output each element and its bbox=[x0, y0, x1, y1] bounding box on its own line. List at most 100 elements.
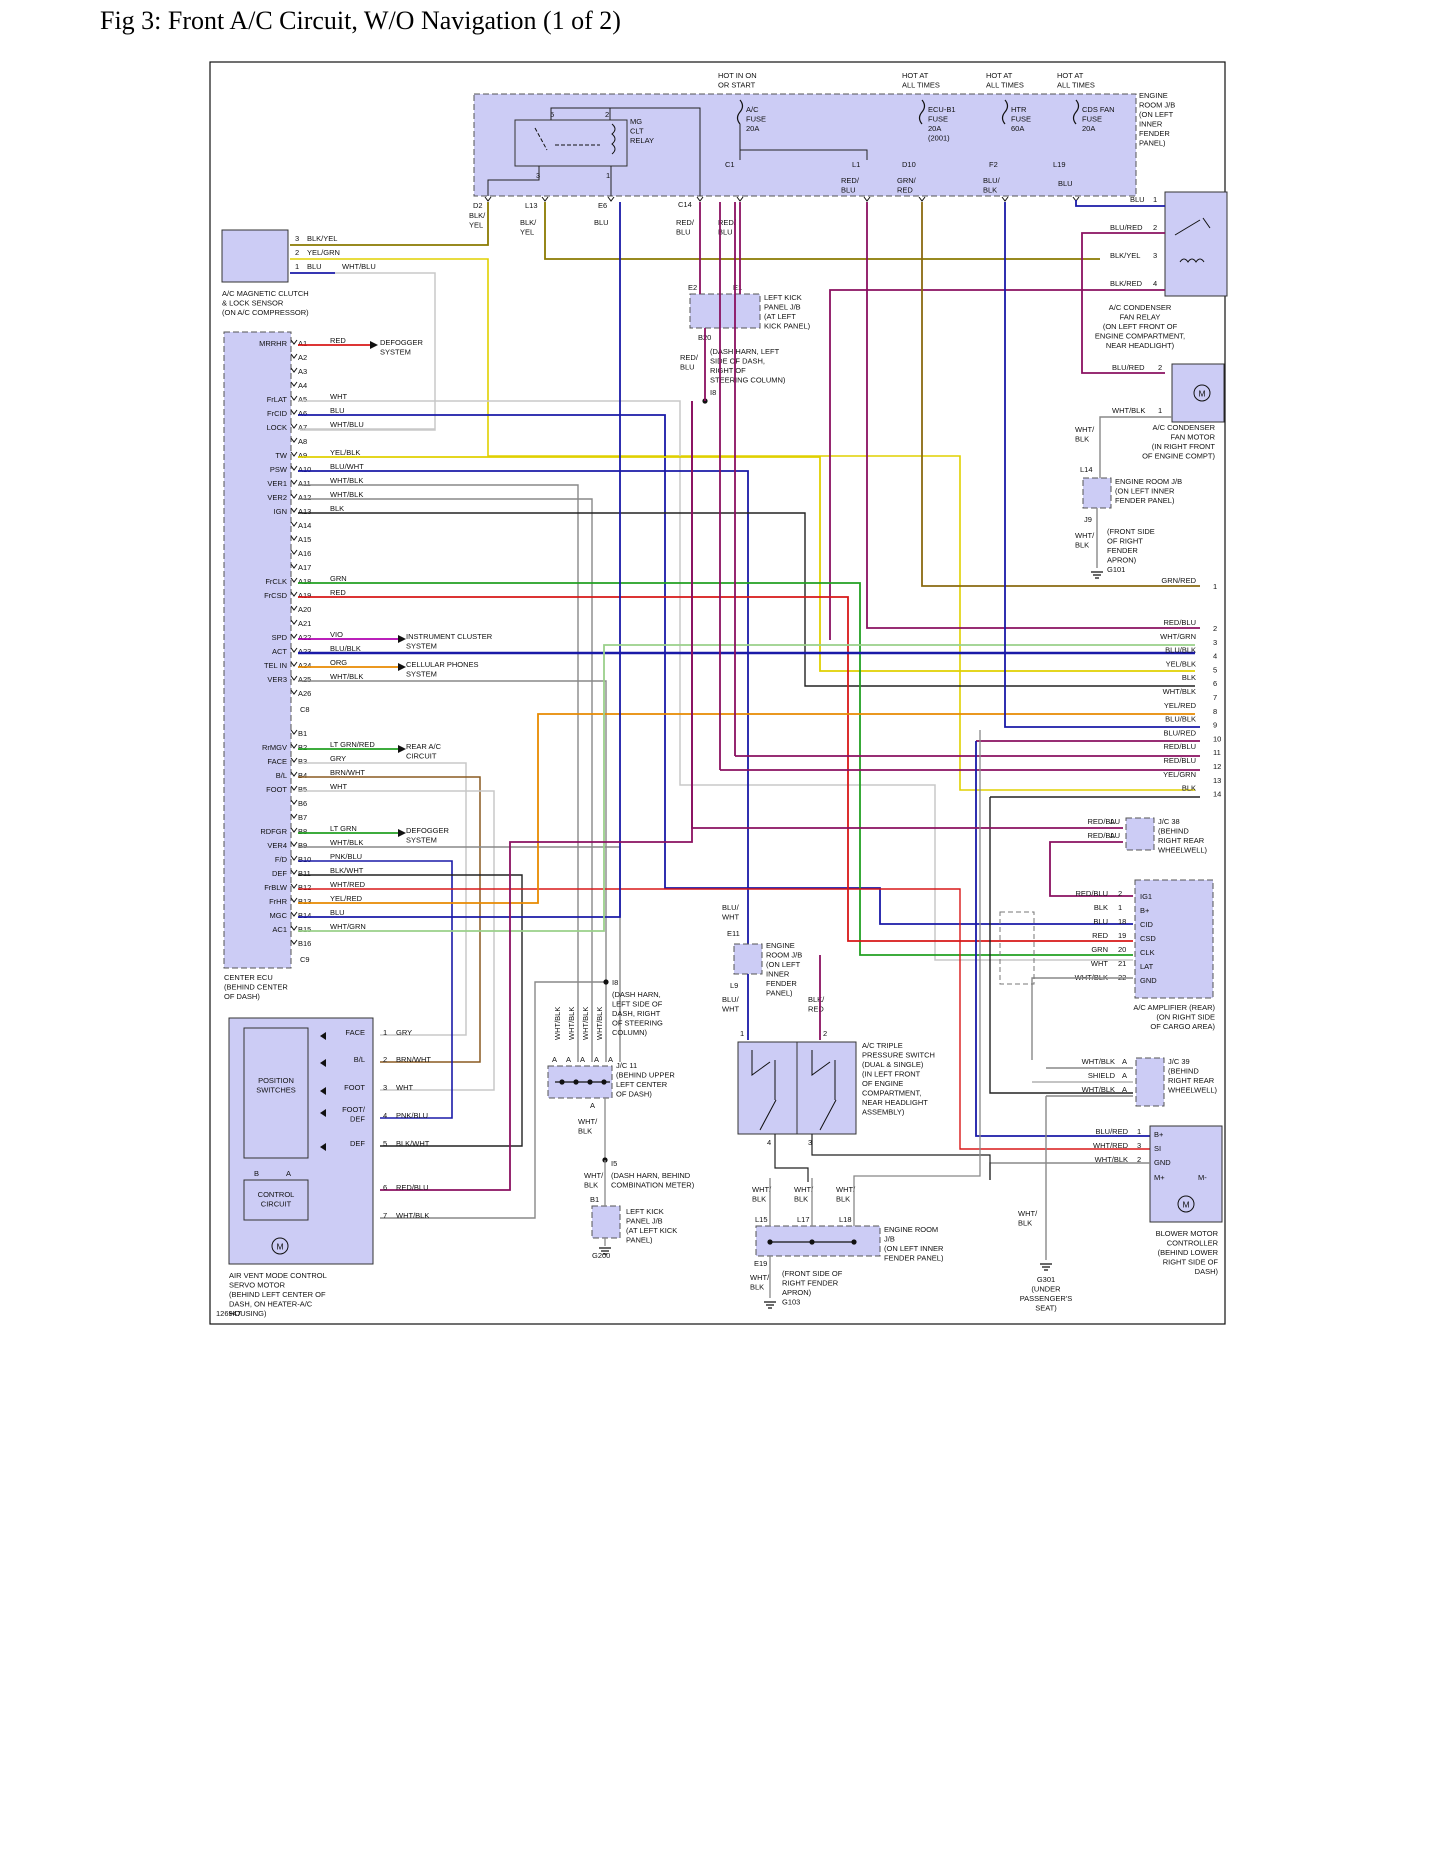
ecu-pin-mark-24 bbox=[290, 675, 298, 681]
left-kick-panel-jb bbox=[689, 293, 761, 329]
ecu-pin-a25: A25 bbox=[298, 675, 311, 684]
wire-red-blu-jc38 bbox=[691, 401, 1123, 829]
clutch-pin-1: 1 bbox=[295, 262, 299, 271]
cond-relay-wire-blured: BLU/RED bbox=[1110, 223, 1143, 232]
ecu-term-b14: MGC bbox=[270, 911, 288, 920]
ecu-pin-mark-b15 bbox=[290, 939, 298, 945]
shield-outline bbox=[999, 911, 1035, 985]
wire-yel-grn bbox=[290, 258, 1195, 791]
clutch-pin-2: 2 bbox=[295, 248, 299, 257]
right-wire-0: GRN/RED bbox=[1161, 576, 1196, 585]
right-wire-12: YEL/GRN bbox=[1163, 770, 1196, 779]
ecu-pin-mark-21 bbox=[290, 633, 298, 639]
top-pin-2 bbox=[607, 196, 615, 202]
jc39 bbox=[1135, 1057, 1165, 1107]
ecu-pin-b4: B4 bbox=[298, 771, 307, 780]
ecu-pin-mark-b9 bbox=[290, 855, 298, 861]
mid-jb-wire1: BLU/WHT bbox=[722, 903, 740, 922]
ecu-wire-a11: WHT/BLK bbox=[330, 476, 363, 485]
wire-wht-blk-amp bbox=[1031, 977, 1133, 1060]
instrument-arrow-icon bbox=[398, 635, 406, 643]
clutch-wire-yelgrn: YEL/GRN bbox=[307, 248, 340, 257]
ecu-pin-mark-5 bbox=[290, 409, 298, 415]
ecu-pin-mark-23 bbox=[290, 661, 298, 667]
ecu-pin-a23: A23 bbox=[298, 647, 311, 656]
right-pin-6: 7 bbox=[1213, 693, 1217, 702]
jc11-pin-0: A bbox=[552, 1055, 557, 1064]
jc39-pin-0: A bbox=[1122, 1057, 1127, 1066]
servo-pin-3: 4 bbox=[383, 1111, 387, 1120]
servo-switch-2: FOOT bbox=[344, 1083, 365, 1092]
right-wire-6: WHT/BLK bbox=[1163, 687, 1196, 696]
ecu-wire-b5: WHT bbox=[330, 782, 347, 791]
ecu-pin-a12: A12 bbox=[298, 493, 311, 502]
ecu-pin-mark-b7 bbox=[290, 827, 298, 833]
right-wire-11: RED/BLU bbox=[1163, 756, 1196, 765]
ecu-pin-a20: A20 bbox=[298, 605, 311, 614]
pin-l18: L18 bbox=[839, 1215, 852, 1224]
ecu-pin-a22: A22 bbox=[298, 633, 311, 642]
ecu-pin-mark-22 bbox=[290, 647, 298, 653]
amp-wire-0: RED/BLU bbox=[1075, 889, 1108, 898]
servo-motor-icon bbox=[271, 1237, 289, 1255]
wire-b14-blu bbox=[298, 202, 621, 918]
amp-wire-5: WHT bbox=[1091, 959, 1108, 968]
wire-b11-blkwht bbox=[298, 874, 523, 1147]
right-pin-8: 9 bbox=[1213, 721, 1217, 730]
ecu-term-a11: VER1 bbox=[267, 479, 287, 488]
pin-c1: C1 bbox=[725, 160, 735, 169]
amp-wire-1: BLK bbox=[1094, 903, 1108, 912]
jc11-i5: I5 bbox=[611, 1159, 617, 1168]
pin-d10: D10 bbox=[902, 160, 916, 169]
pin-l9: L9 bbox=[730, 981, 738, 990]
blower-wire-0: BLU/RED bbox=[1095, 1127, 1128, 1136]
ecu-wire-b4: BRN/WHT bbox=[330, 768, 365, 777]
wire-blu-blk-f2 bbox=[1004, 202, 1200, 728]
pin-j9: J9 bbox=[1084, 515, 1092, 524]
cond-relay-pin-2: 2 bbox=[1153, 223, 1157, 232]
blower-pin-2: 2 bbox=[1137, 1155, 1141, 1164]
pressure-pin-1: 1 bbox=[740, 1029, 744, 1038]
ecu-pin-mark-16 bbox=[290, 563, 298, 569]
wire-label-e6: BLU bbox=[594, 218, 609, 227]
connector-c9: C9 bbox=[300, 955, 310, 964]
servo-wire-4: BLK/WHT bbox=[396, 1139, 430, 1148]
ecu-pin-a14: A14 bbox=[298, 521, 311, 530]
right-wire-13: BLK bbox=[1182, 784, 1196, 793]
servo-wire-6: WHT/BLK bbox=[396, 1211, 429, 1220]
ecu-pin-mark-20 bbox=[290, 619, 298, 625]
condenser-motor-icon bbox=[1193, 384, 1211, 402]
right-wire-4: YEL/BLK bbox=[1166, 659, 1196, 668]
condenser-fan-motor bbox=[1171, 363, 1225, 423]
ecu-pin-mark-17 bbox=[290, 577, 298, 583]
ecu-pin-mark-9 bbox=[290, 465, 298, 471]
ac-fuse-icon bbox=[736, 99, 744, 125]
pin-f2: F2 bbox=[989, 160, 998, 169]
clutch-wire-whtblu: WHT/BLU bbox=[342, 262, 376, 271]
g301-ground-icon bbox=[1040, 1263, 1052, 1271]
ecu-pin-b11: B11 bbox=[298, 869, 311, 878]
jc39-pin-2: A bbox=[1122, 1085, 1127, 1094]
pin-e6: E6 bbox=[598, 201, 607, 210]
right-wire-8: BLU/BLK bbox=[1165, 715, 1196, 724]
right-wire-1: RED/BLU bbox=[1163, 618, 1196, 627]
top-pin-3 bbox=[696, 196, 704, 202]
relay-switch-icon-2 bbox=[1174, 217, 1211, 236]
right-pin-12: 13 bbox=[1213, 776, 1221, 785]
wire-a12 bbox=[298, 498, 593, 1062]
figure-id: 126947 bbox=[216, 1309, 241, 1318]
servo-wire-5: RED/BLU bbox=[396, 1183, 429, 1192]
amp-term-1: B+ bbox=[1140, 906, 1150, 915]
ecu-term-b15: AC1 bbox=[272, 925, 287, 934]
relay-coil-icon bbox=[611, 123, 616, 155]
servo-switch-1: B/L bbox=[354, 1055, 365, 1064]
ecu-fuse-icon bbox=[918, 99, 926, 125]
